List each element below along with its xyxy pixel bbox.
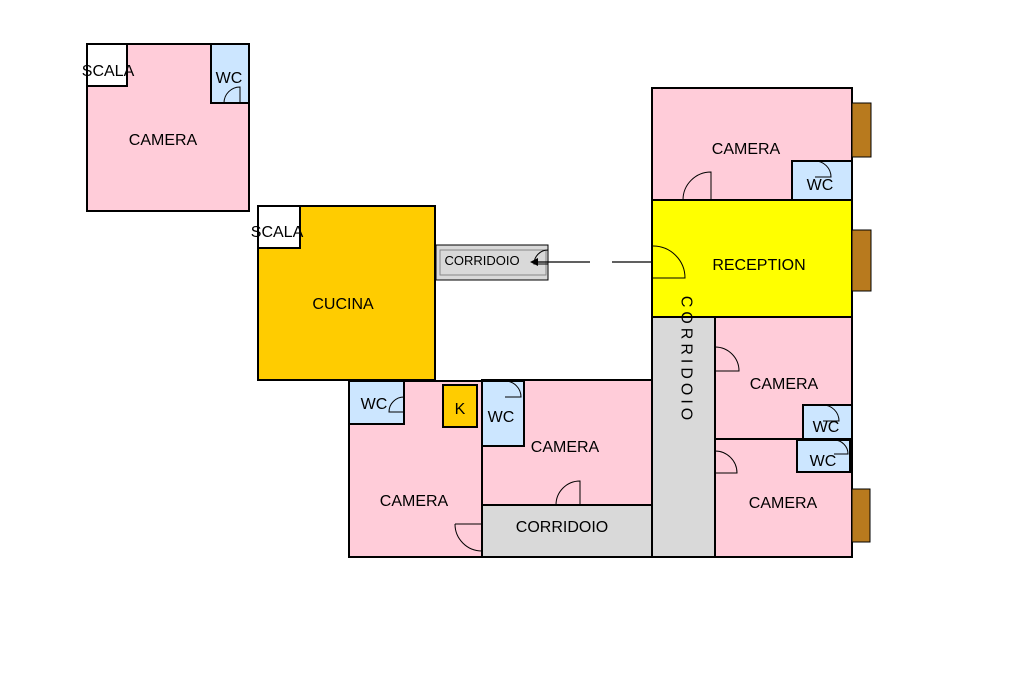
wc-right-mid-label: WC (813, 419, 840, 436)
room-wc-right-mid: WC (802, 404, 853, 440)
room-wc-bottom-center: WC (481, 380, 525, 447)
wc-top-right-shape (791, 160, 853, 201)
room-k: K (442, 384, 478, 428)
door-camera-right-mid (714, 346, 740, 372)
wc-bottom-center-label: WC (488, 409, 515, 426)
door-wc-right-mid (822, 404, 840, 422)
corridoio-bottom-shape (481, 504, 653, 558)
room-scala-cucina: SCALA (251, 205, 304, 249)
wc-top-right-label: WC (807, 177, 834, 194)
corridoio-short-inner (439, 249, 547, 276)
door-wc-bottom-left (388, 396, 405, 413)
door-camera-top-right (682, 171, 712, 201)
scala-top-left-shape (86, 43, 128, 87)
balcony-right-bottom-shape (851, 488, 871, 543)
balcony-right-bottom (851, 488, 871, 543)
corridoio-bottom-label: CORRIDOIO (516, 519, 608, 536)
balcony-top-right (851, 102, 872, 158)
camera-bottom-center-label: CAMERA (531, 439, 600, 456)
corridoio-vertical-label: CORRIDOIO (678, 296, 695, 424)
room-wc-right-bottom: WC (796, 439, 851, 473)
k-label: K (455, 401, 466, 418)
balcony-reception (851, 229, 872, 292)
balcony-top-right-shape (851, 102, 872, 158)
door-wc-top-left (223, 86, 241, 104)
camera-top-left-label: CAMERA (129, 132, 198, 149)
door-camera-right-bottom (714, 450, 738, 474)
camera-right-bottom-label: CAMERA (749, 495, 818, 512)
wc-right-mid-shape (802, 404, 853, 440)
door-camera-bottom-center (555, 480, 581, 506)
room-wc-bottom-left: WC (348, 380, 405, 425)
camera-right-mid-label: CAMERA (750, 376, 819, 393)
wc-bottom-center-shape (481, 380, 525, 447)
scala-cucina-shape (257, 205, 301, 249)
door-wc-right-bottom (833, 439, 849, 455)
scala-top-left-label: SCALA (82, 63, 135, 80)
wc-bottom-left-label: WC (361, 396, 388, 413)
room-corridoio-bottom: CORRIDOIO (481, 504, 653, 558)
room-wc-top-left: WC (210, 43, 250, 104)
camera-top-right-label: CAMERA (712, 141, 781, 158)
door-reception (652, 245, 686, 279)
wc-bottom-left-shape (348, 380, 405, 425)
wc-top-left-shape (210, 43, 250, 104)
door-wc-top-right (814, 160, 832, 178)
k-shape (442, 384, 478, 428)
wc-right-bottom-label: WC (810, 453, 837, 470)
room-corridoio-short: CORRIDOIO (435, 244, 549, 281)
corridoio-short-label: CORRIDOIO (444, 253, 519, 268)
balcony-reception-shape (851, 229, 872, 292)
reception-label: RECEPTION (712, 257, 805, 274)
reception-shape (651, 199, 853, 318)
scala-cucina-label: SCALA (251, 224, 304, 241)
room-wc-top-right: WC (791, 160, 853, 201)
camera-bottom-left-label: CAMERA (380, 493, 449, 510)
wc-top-left-label: WC (216, 70, 243, 87)
cucina-label: CUCINA (312, 296, 374, 313)
wc-right-bottom-shape (796, 439, 851, 473)
room-corridoio-vertical: CORRIDOIO (651, 296, 716, 558)
door-wc-bottom-center (504, 380, 522, 398)
room-scala-top-left: SCALA (82, 43, 135, 87)
room-reception: RECEPTION (651, 199, 853, 318)
arrowhead-left (530, 258, 538, 266)
